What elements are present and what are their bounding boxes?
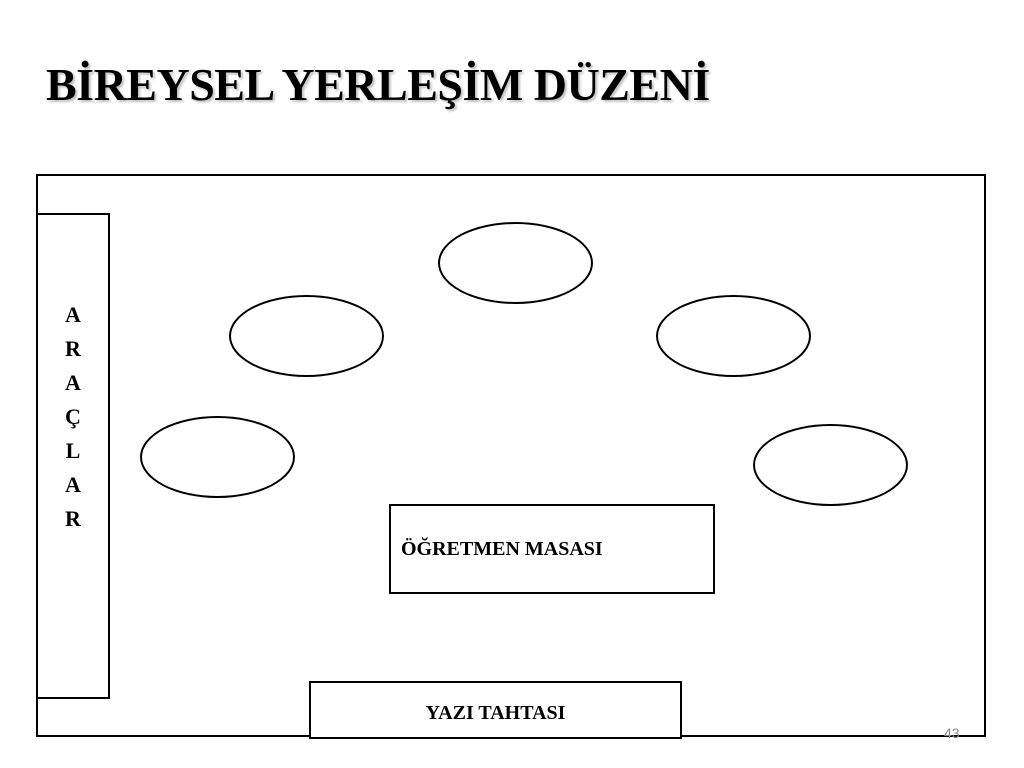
whiteboard: YAZI TAHTASI xyxy=(309,681,682,739)
tools-label-letter: L xyxy=(65,438,81,463)
student-desk-top-center xyxy=(438,222,593,304)
student-desk-lower-left xyxy=(140,416,295,498)
teacher-desk-label: ÖĞRETMEN MASASI xyxy=(401,538,603,560)
student-desk-upper-right xyxy=(656,295,811,377)
tools-label-letter: R xyxy=(65,336,81,361)
student-desk-upper-left xyxy=(229,295,384,377)
tools-cabinet-label: A R A Ç L A R xyxy=(38,298,108,536)
slide-title: BİREYSEL YERLEŞİM DÜZENİ xyxy=(46,59,710,110)
tools-label-letter: A xyxy=(65,472,81,497)
tools-label-letter: Ç xyxy=(65,404,81,429)
whiteboard-label: YAZI TAHTASI xyxy=(425,702,566,724)
tools-label-letter: A xyxy=(65,302,81,327)
tools-label-letter: R xyxy=(65,506,81,531)
tools-cabinet: A R A Ç L A R xyxy=(36,213,110,699)
teacher-desk: ÖĞRETMEN MASASI xyxy=(389,504,715,594)
tools-label-letter: A xyxy=(65,370,81,395)
student-desk-lower-right xyxy=(753,424,908,506)
page-number: 43 xyxy=(944,725,960,741)
